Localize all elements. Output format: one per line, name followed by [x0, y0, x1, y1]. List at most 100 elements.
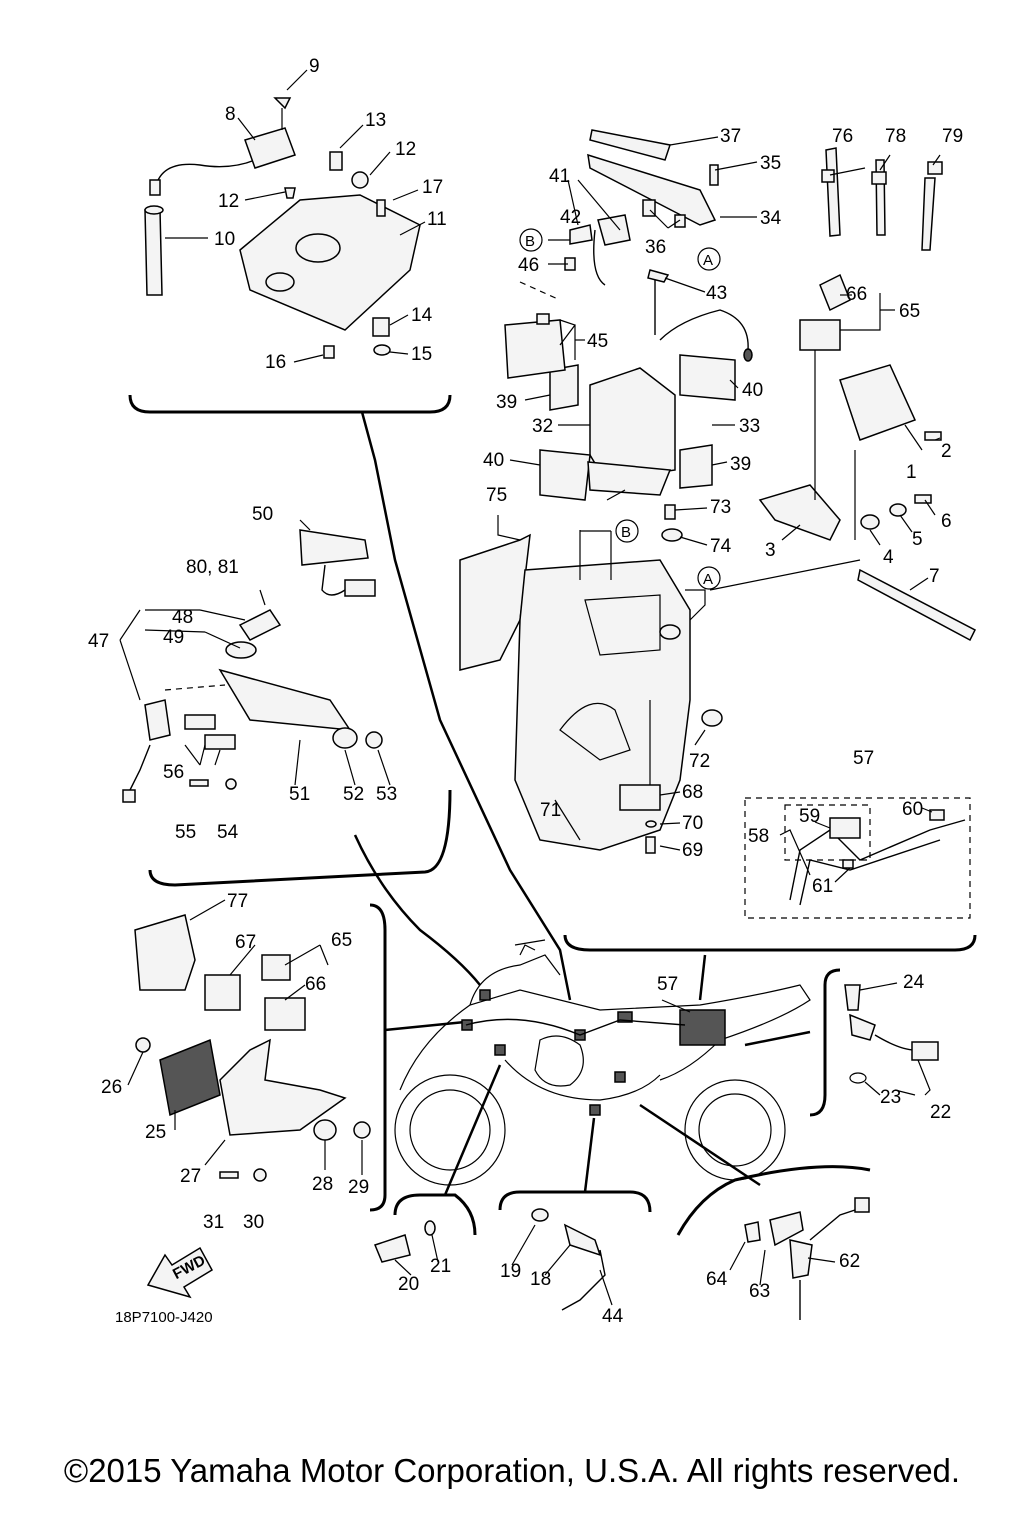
callout: 26 [101, 1077, 122, 1098]
callout: 40 [483, 450, 504, 471]
ecu-bracket-group [758, 147, 977, 642]
callout: 12 [218, 191, 239, 212]
callout: 23 [880, 1087, 901, 1108]
callout: 58 [748, 826, 769, 847]
ref-markers: B A B A [519, 228, 721, 590]
callout: 52 [343, 784, 364, 805]
callout: 66 [846, 284, 867, 305]
callout: 46 [518, 255, 539, 276]
callout: 76 [832, 126, 853, 147]
callout: 1 [906, 462, 917, 483]
ref-marker-a: A [703, 252, 713, 269]
callout: 2 [941, 441, 952, 462]
callout: 78 [885, 126, 906, 147]
callout: 10 [214, 229, 235, 250]
callout: 50 [252, 504, 273, 525]
callout: 79 [942, 126, 963, 147]
atv-outline [394, 939, 811, 1186]
callout: 47 [88, 631, 109, 652]
callout: 19 [500, 1261, 521, 1282]
callout: 7 [929, 566, 940, 587]
fwd-arrow-icon: FWD [146, 1246, 214, 1299]
callout: 48 [172, 607, 193, 628]
callout: 22 [930, 1102, 951, 1123]
callout: 65 [331, 930, 352, 951]
callout: 21 [430, 1256, 451, 1277]
drawing-code: 18P7100-J420 [115, 1309, 213, 1326]
sensor-group [374, 984, 939, 1320]
regulator-relay-group [134, 914, 371, 1182]
leader-lines [119, 69, 941, 1306]
callout: 66 [305, 974, 326, 995]
callout: 39 [730, 454, 751, 475]
callout: 3 [765, 540, 776, 561]
callout: 11 [427, 209, 447, 230]
callout: 31 [203, 1212, 224, 1233]
callout: 57 [657, 974, 678, 995]
callout: 28 [312, 1174, 333, 1195]
callout: 6 [941, 511, 952, 532]
callout: 54 [217, 822, 239, 843]
wire-harness-detail [744, 797, 971, 919]
callout: 61 [812, 876, 833, 897]
callout: 68 [682, 782, 703, 803]
callout: 71 [540, 800, 561, 821]
callout: 49 [163, 627, 184, 648]
callout: 40 [742, 380, 763, 401]
callout: 29 [348, 1177, 369, 1198]
callout: 27 [180, 1166, 201, 1187]
callout: 39 [496, 392, 517, 413]
callout: 15 [411, 344, 432, 365]
callout: 70 [682, 813, 703, 834]
callout: 73 [710, 497, 731, 518]
callout: 14 [411, 305, 433, 326]
callout: 64 [706, 1269, 728, 1290]
callout: 33 [739, 416, 760, 437]
callout: 17 [422, 177, 443, 198]
callout: 30 [243, 1212, 264, 1233]
callout: 37 [720, 126, 741, 147]
callout: 25 [145, 1122, 166, 1143]
callout: 62 [839, 1251, 860, 1272]
ref-marker-a: A [703, 571, 713, 588]
callout: 51 [289, 784, 310, 805]
callout: 53 [376, 784, 397, 805]
handlebar-switch-group [122, 529, 383, 803]
callout: 43 [706, 283, 727, 304]
callout: 44 [602, 1306, 624, 1327]
callout: 59 [799, 806, 820, 827]
callout: 77 [227, 891, 248, 912]
callout: 12 [395, 139, 416, 160]
callout: 55 [175, 822, 196, 843]
callout: 63 [749, 1281, 770, 1302]
callout: 32 [532, 416, 553, 437]
callout: 4 [883, 547, 894, 568]
callout: 69 [682, 840, 703, 861]
callout: 9 [309, 56, 320, 77]
copyright-notice: ©2015 Yamaha Motor Corporation, U.S.A. A… [63, 1452, 961, 1489]
callout: 16 [265, 352, 286, 373]
callout: 65 [899, 301, 920, 322]
callout: 24 [903, 972, 925, 993]
callouts: 1 2 3 4 5 6 7 8 9 10 11 12 12 13 14 15 1… [88, 56, 963, 1327]
callout: 72 [689, 751, 710, 772]
ignition-coil-group [144, 97, 421, 359]
callout: 20 [398, 1274, 419, 1295]
callout: 45 [587, 331, 608, 352]
callout: 67 [235, 932, 256, 953]
ref-marker-b: B [525, 233, 535, 250]
callout: 36 [645, 237, 666, 258]
callout: 41 [549, 166, 570, 187]
callout: 75 [486, 485, 507, 506]
callout: 34 [760, 208, 782, 229]
callout: 42 [560, 207, 581, 228]
section-frames [128, 394, 977, 1236]
battery-group [504, 129, 753, 501]
callout: 57 [853, 748, 874, 769]
callout: 18 [530, 1269, 551, 1290]
callout: 56 [163, 762, 184, 783]
callout: 13 [365, 110, 386, 131]
callout: 5 [912, 529, 923, 550]
callout: 60 [902, 799, 923, 820]
